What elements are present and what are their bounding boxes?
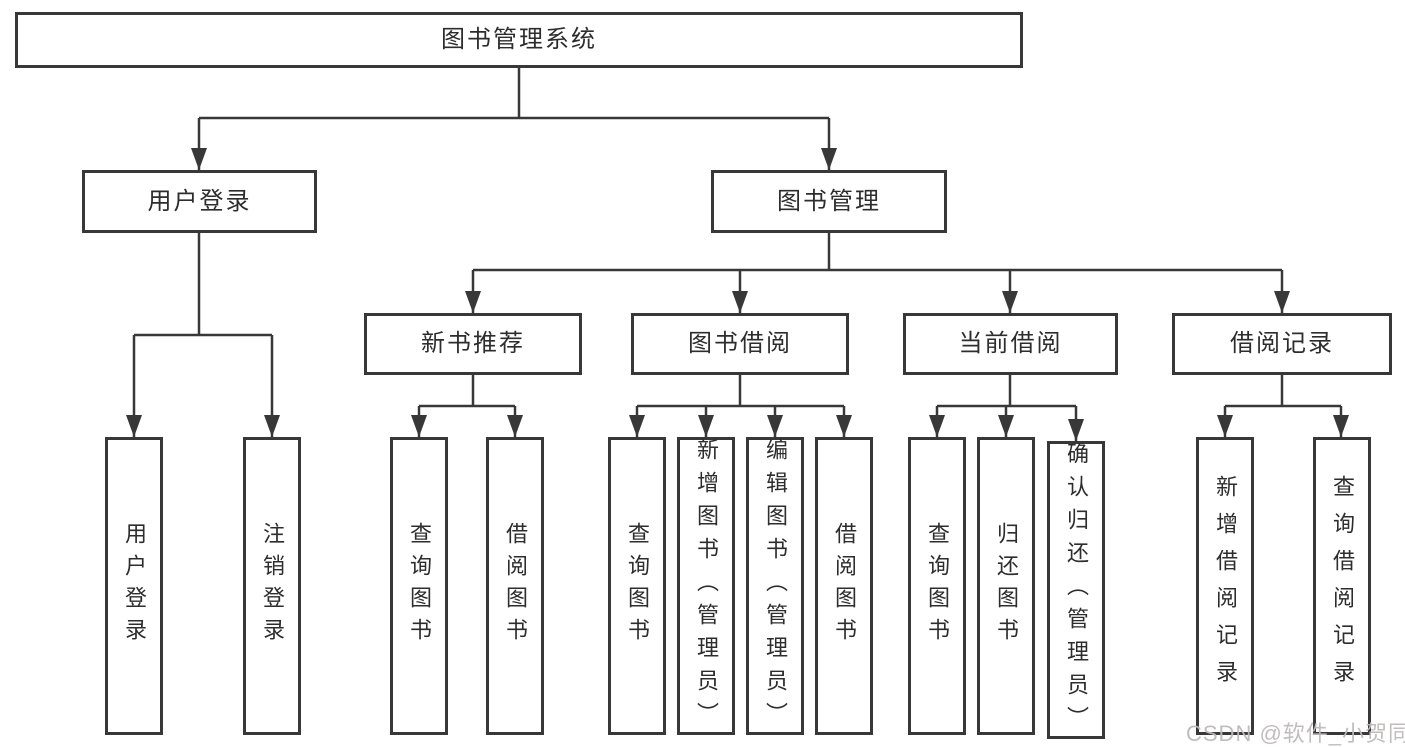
leaf-confirm-return-admin: 确认归还（管理员） xyxy=(1047,441,1105,739)
node-label: 编辑图书（管理员） xyxy=(763,437,788,735)
leaf-borrow-books-recommend: 借阅图书 xyxy=(486,437,544,735)
node-label: 当前借阅 xyxy=(958,330,1063,357)
node-library-management-system: 图书管理系统 xyxy=(15,12,1023,68)
leaf-user-login: 用户登录 xyxy=(105,437,163,735)
node-label: 借阅图书 xyxy=(832,522,857,650)
node-label: 新增借阅记录 xyxy=(1213,475,1238,697)
node-label: 确认归还（管理员） xyxy=(1064,441,1089,739)
node-new-book-recommendation: 新书推荐 xyxy=(364,313,582,375)
csdn-watermark: CSDN @软件_小贺同学 xyxy=(1186,721,1405,746)
leaf-search-borrow-record: 查询借阅记录 xyxy=(1313,437,1371,735)
node-label: 新增图书（管理员） xyxy=(694,437,719,735)
node-borrowing-records: 借阅记录 xyxy=(1172,313,1392,375)
node-label: 用户登录 xyxy=(122,522,147,650)
node-label: 查询图书 xyxy=(407,522,432,650)
leaf-edit-books-admin: 编辑图书（管理员） xyxy=(746,437,804,735)
node-current-borrowing: 当前借阅 xyxy=(903,313,1118,375)
node-label: 图书管理 xyxy=(777,187,881,215)
node-label: 查询图书 xyxy=(925,522,950,650)
leaf-add-borrow-record: 新增借阅记录 xyxy=(1196,437,1254,735)
node-label: 新书推荐 xyxy=(421,330,525,357)
node-user-login: 用户登录 xyxy=(82,170,317,233)
node-label: 用户登录 xyxy=(147,187,252,215)
leaf-search-books-recommend: 查询图书 xyxy=(390,437,448,735)
node-label: 归还图书 xyxy=(994,522,1019,650)
node-label: 借阅记录 xyxy=(1230,330,1334,357)
leaf-search-books-borrowing: 查询图书 xyxy=(608,437,666,735)
node-label: 查询借阅记录 xyxy=(1330,475,1355,697)
node-label: 图书管理系统 xyxy=(441,26,597,53)
leaf-borrow-books-borrowing: 借阅图书 xyxy=(815,437,873,735)
node-label: 查询图书 xyxy=(625,522,650,650)
leaf-return-books: 归还图书 xyxy=(977,437,1035,735)
leaf-logout: 注销登录 xyxy=(243,437,301,735)
node-label: 借阅图书 xyxy=(503,522,528,650)
node-label: 注销登录 xyxy=(260,522,285,650)
leaf-add-books-admin: 新增图书（管理员） xyxy=(677,437,735,735)
node-book-management: 图书管理 xyxy=(711,170,947,233)
leaf-search-books-current: 查询图书 xyxy=(908,437,966,735)
node-book-borrowing: 图书借阅 xyxy=(631,313,849,375)
node-label: 图书借阅 xyxy=(688,330,792,357)
